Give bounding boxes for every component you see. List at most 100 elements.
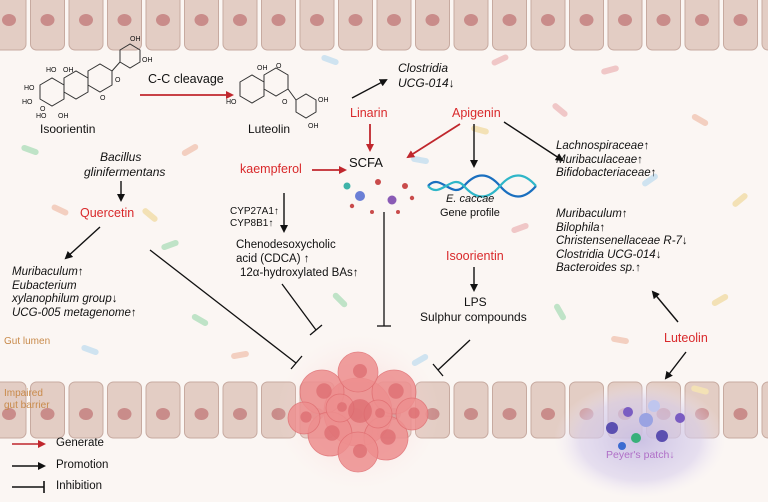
tumor-nucleus <box>375 408 385 418</box>
bacterium <box>142 208 158 222</box>
quercetin-effect: xylanophilum group↓ <box>12 293 118 305</box>
immune-cells <box>606 400 685 450</box>
cdca-line-2: acid (CDCA) ↑ <box>236 253 310 265</box>
cell-nucleus <box>156 14 170 26</box>
isoorientin-atom-8: HO <box>36 113 47 120</box>
bacterium <box>611 335 629 345</box>
clostridia-line-1: Clostridia <box>398 61 449 75</box>
cell-nucleus <box>502 408 517 420</box>
isoorientin-atom-4: OH <box>130 36 141 43</box>
tumor-nucleus <box>380 429 396 445</box>
tumor-nucleus <box>388 383 404 399</box>
lps-label: LPS <box>464 295 487 309</box>
luteolin-structure <box>239 67 317 119</box>
tumor-nucleus <box>408 407 420 419</box>
luteolin-effects-list: Muribaculum↑ Bilophila↑ Christensenellac… <box>556 208 688 276</box>
quercetin-effects-list: Muribaculum↑ Eubacterium xylanophilum gr… <box>12 266 137 320</box>
isoorientin-atom-3: HO <box>24 85 35 92</box>
gene-profile-label: Gene profile <box>440 207 500 219</box>
bacterium <box>732 193 748 207</box>
cell-nucleus <box>387 14 401 26</box>
luteolin-top-label: Luteolin <box>248 122 291 136</box>
cell-nucleus <box>541 14 555 26</box>
isoorientin-structure <box>39 43 141 107</box>
cell-nucleus <box>194 408 209 420</box>
cell-nucleus <box>733 14 748 26</box>
bacillus-line-1: Bacillus <box>100 150 142 164</box>
isoorientin-atom-7: OH <box>142 57 153 64</box>
isoorientin-atom-6: O <box>40 106 46 113</box>
legend-promotion: Promotion <box>56 459 109 471</box>
luteolin-effect: Bacteroides sp.↑ <box>556 262 642 274</box>
sulphur-label: Sulphur compounds <box>420 310 527 324</box>
cell-nucleus <box>541 408 555 420</box>
arrow-apigenin-scfa <box>406 123 461 159</box>
scfa-particles <box>343 179 415 214</box>
impaired-line-1: Impaired <box>4 388 43 399</box>
luteolin-effect: Muribaculum↑ <box>556 208 628 220</box>
cell-nucleus <box>695 14 709 26</box>
bacterium <box>332 292 348 308</box>
gut-lumen-label: Gut lumen <box>4 336 51 347</box>
isoorientin-mid-label: Isoorientin <box>446 249 504 263</box>
cell-nucleus <box>117 408 132 420</box>
tumor-nucleus <box>300 411 312 423</box>
bacterium <box>471 125 489 135</box>
bacterium <box>691 114 709 126</box>
isoorientin-atom-9: O <box>100 95 106 102</box>
apigenin-effect: Lachnospiraceae↑ <box>556 140 650 152</box>
bacterium <box>81 344 99 356</box>
luteolin-atom-5: OH <box>318 97 329 104</box>
cell-nucleus <box>464 408 478 420</box>
isoorientin-top-label: Isoorientin <box>40 122 96 136</box>
tumor-nucleus <box>316 383 332 399</box>
impaired-line-2: gut barrier <box>4 400 50 411</box>
arrow-apigenin-bacteria <box>503 121 564 162</box>
tumor-nucleus <box>353 444 367 458</box>
cell-nucleus <box>40 408 55 420</box>
luteolin-atom-2: O <box>276 63 282 70</box>
dna-helix <box>427 174 537 198</box>
apigenin-effects-list: Lachnospiraceae↑ Muribaculaceae↑ Bifidob… <box>556 140 656 181</box>
bacterium <box>411 155 429 165</box>
cell-nucleus <box>233 408 247 420</box>
arrow-quercetin-effects <box>64 226 101 260</box>
cyp8b1-label: CYP8B1↑ <box>230 218 274 229</box>
cell-nucleus <box>79 408 93 420</box>
quercetin-effect: Muribaculum↑ <box>12 266 84 278</box>
epithelial-cell <box>761 381 768 439</box>
apigenin-label: Apigenin <box>452 106 501 120</box>
tumor-nucleus <box>353 364 367 378</box>
cell-nucleus <box>2 408 16 420</box>
bacillus-line-2: glinifermentans <box>84 165 166 179</box>
luteolin-atom-3: HO <box>226 99 237 106</box>
cdca-line-3: 12α-hydroxylated BAs↑ <box>240 267 359 279</box>
cdca-line-1: Chenodesoxycholic <box>236 239 336 251</box>
isoorientin-atom-11: O <box>115 77 121 84</box>
lumen-bacteria <box>21 54 748 395</box>
cell-nucleus <box>194 14 209 26</box>
luteolin-effect: Clostridia UCG-014↓ <box>556 248 662 261</box>
luteolin-atom-6: OH <box>308 123 319 130</box>
quercetin-label: Quercetin <box>80 206 135 220</box>
cell-nucleus <box>271 14 286 26</box>
apigenin-effect: Muribaculaceae↑ <box>556 153 643 166</box>
bacterium <box>642 173 658 187</box>
bacterium <box>21 144 39 156</box>
cyp27a1-label: CYP27A1↑ <box>230 206 279 217</box>
luteolin-atom-4: O <box>282 99 288 106</box>
isoorientin-atom-2: OH <box>63 67 74 74</box>
bacterium <box>231 350 249 360</box>
bacterium <box>601 65 619 75</box>
inhibition-lines <box>149 212 471 377</box>
cell-nucleus <box>117 14 132 26</box>
tumor-mass <box>287 351 429 473</box>
legend-generate: Generate <box>56 437 104 449</box>
cell-nucleus <box>156 408 170 420</box>
cell-nucleus <box>618 14 632 26</box>
bacterium <box>51 204 69 216</box>
cell-nucleus <box>425 14 440 26</box>
arrow-luteolin-peyers <box>664 351 687 380</box>
cell-nucleus <box>464 14 478 26</box>
luteolin-right-label: Luteolin <box>664 331 708 345</box>
